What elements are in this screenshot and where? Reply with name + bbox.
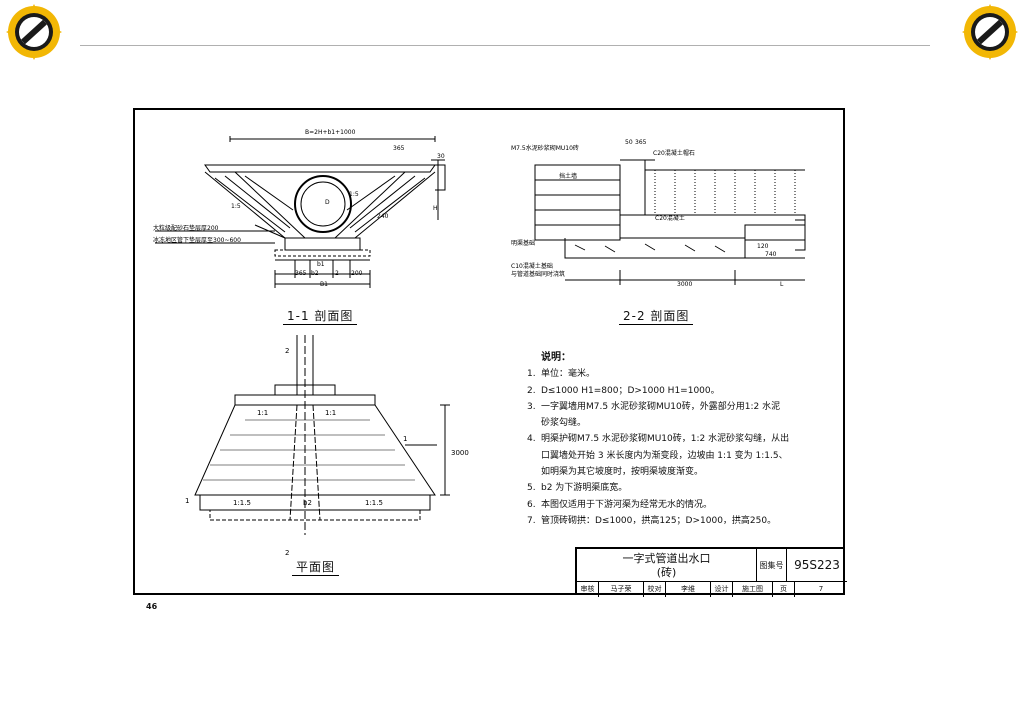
plan-dim-3000: 3000 [451, 449, 469, 457]
plan-slope-left: 1:1 [257, 409, 268, 417]
dim-b1-total: B1 [320, 281, 328, 288]
label-gravel-bedding: 大粒级配砂石垫层厚200 [153, 224, 219, 232]
dim-d: D [325, 199, 330, 206]
note-item: 如明渠为其它坡度时，按明渠坡度渐变。 [541, 467, 704, 478]
slope-left: 1:5 [231, 203, 241, 210]
plan-slope-bottom-right: 1:1.5 [365, 499, 383, 507]
caption-plan-view: 平面图 [292, 558, 340, 576]
check-signature: 李维 [666, 582, 711, 597]
notes-block: 说明： 1.单位：毫米。 2.D≤1000 H1=800；D>1000 H1=1… [523, 350, 823, 529]
note-item: 5.b2 为下游明渠底宽。 [527, 483, 628, 494]
note-item: 6.本图仅适用于下游河渠为经常无水的情况。 [527, 499, 713, 510]
certification-seal-right [962, 4, 1018, 60]
caption-section-1-1: 1-1 剖面图 [283, 307, 358, 325]
dim-width-formula: B=2H+b1+1000 [305, 129, 356, 136]
dim-365-b: 2 [335, 270, 339, 277]
dim-365: 365 [635, 139, 647, 146]
slope-right: 1:5 [349, 191, 359, 198]
plan-section-mark-right: 1 [403, 435, 407, 443]
design-label: 设计 [711, 582, 733, 597]
note-item: 砂浆勾缝。 [541, 418, 587, 429]
label-poured-together: 与管道基础同时浇筑 [511, 270, 565, 278]
dim-30: 30 [437, 153, 445, 160]
label-c20-concrete: C20混凝土 [655, 214, 685, 222]
dim-740: 740 [765, 251, 777, 258]
plan-view-drawing: 2 2 1 1 3000 1:1 1:1 1:1.5 b2 1:1.5 [185, 335, 469, 557]
note-item: 口翼墙处开始 3 米长度内为渐变段，边坡由 1:1 变为 1:1.5、 [541, 450, 788, 461]
plan-slope-bottom-left: 1:1.5 [233, 499, 251, 507]
label-c20-cap: C20混凝土帽石 [653, 149, 695, 157]
label-c10-base: C10混凝土基础 [511, 262, 553, 270]
dim-50: 50 [625, 139, 633, 146]
certification-seal-left [6, 4, 62, 60]
drawing-sheet: B=2H+b1+1000 365 30 1:5 1:5 H 240 b1 365… [133, 108, 847, 597]
note-item: 3.一字翼墙用M7.5 水泥砂浆砌MU10砖，外露部分用1:2 水泥 [527, 401, 781, 412]
dim-l: L [780, 281, 784, 288]
dim-200: 200 [351, 270, 363, 277]
review-label: 审核 [577, 582, 599, 597]
label-brick-mortar: M7.5水泥砂浆砌MU10砖 [511, 144, 579, 152]
plan-section-mark-top: 2 [285, 347, 289, 355]
notes-title: 说明： [541, 352, 571, 363]
label-frost-bedding: 冰冻地区管下垫层厚至300~600 [153, 236, 241, 244]
page-label: 页 [773, 582, 795, 597]
page-number: 46 [146, 602, 158, 611]
review-signature: 马子荣 [599, 582, 644, 597]
dim-h: H [433, 205, 438, 212]
dim-365: 365 [393, 145, 405, 152]
check-label: 校对 [644, 582, 666, 597]
dim-b1: b1 [317, 261, 325, 268]
plan-section-mark-bottom: 2 [285, 549, 289, 557]
label-channel-base: 明渠基础 [511, 239, 535, 247]
title-block: 一字式管道出水口 (砖) 图集号 95S223 审核 马子荣 校对 李维 设计 … [575, 547, 847, 597]
label-retaining-wall: 挡土墙 [559, 172, 577, 180]
design-signature: 施工图 [733, 582, 773, 597]
section-1-1-drawing: B=2H+b1+1000 365 30 1:5 1:5 H 240 b1 365… [153, 129, 446, 288]
plan-dim-b2: b2 [303, 499, 312, 507]
caption-section-2-2: 2-2 剖面图 [619, 307, 694, 325]
dim-120: 120 [757, 243, 769, 250]
note-item: 2.D≤1000 H1=800；D>1000 H1=1000。 [527, 385, 720, 396]
note-item: 4.明渠护砌M7.5 水泥砂浆砌MU10砖，1:2 水泥砂浆勾缝，从出 [527, 434, 790, 445]
note-item: 7.管顶砖砌拱：D≤1000，拱高125；D>1000，拱高250。 [527, 515, 777, 526]
title-block-name: 一字式管道出水口 (砖) [577, 549, 757, 582]
plan-section-mark-left: 1 [185, 497, 189, 505]
page-value: 7 [818, 585, 824, 593]
drawing-number-label: 图集号 [757, 549, 787, 582]
header-rule [80, 45, 930, 46]
section-2-2-drawing: M7.5水泥砂浆砌MU10砖 C20混凝土帽石 C20混凝土 明渠基础 C10混… [511, 139, 806, 288]
dim-3000: 3000 [677, 281, 692, 288]
dim-240: 240 [377, 213, 389, 220]
dim-b2: b2 [311, 270, 319, 277]
plan-slope-right: 1:1 [325, 409, 336, 417]
dim-365-a: 365 [295, 270, 307, 277]
drawing-number: 95S223 [787, 549, 847, 582]
note-item: 1.单位：毫米。 [527, 369, 596, 380]
signature-row: 审核 马子荣 校对 李维 设计 施工图 页 7 [577, 582, 847, 597]
